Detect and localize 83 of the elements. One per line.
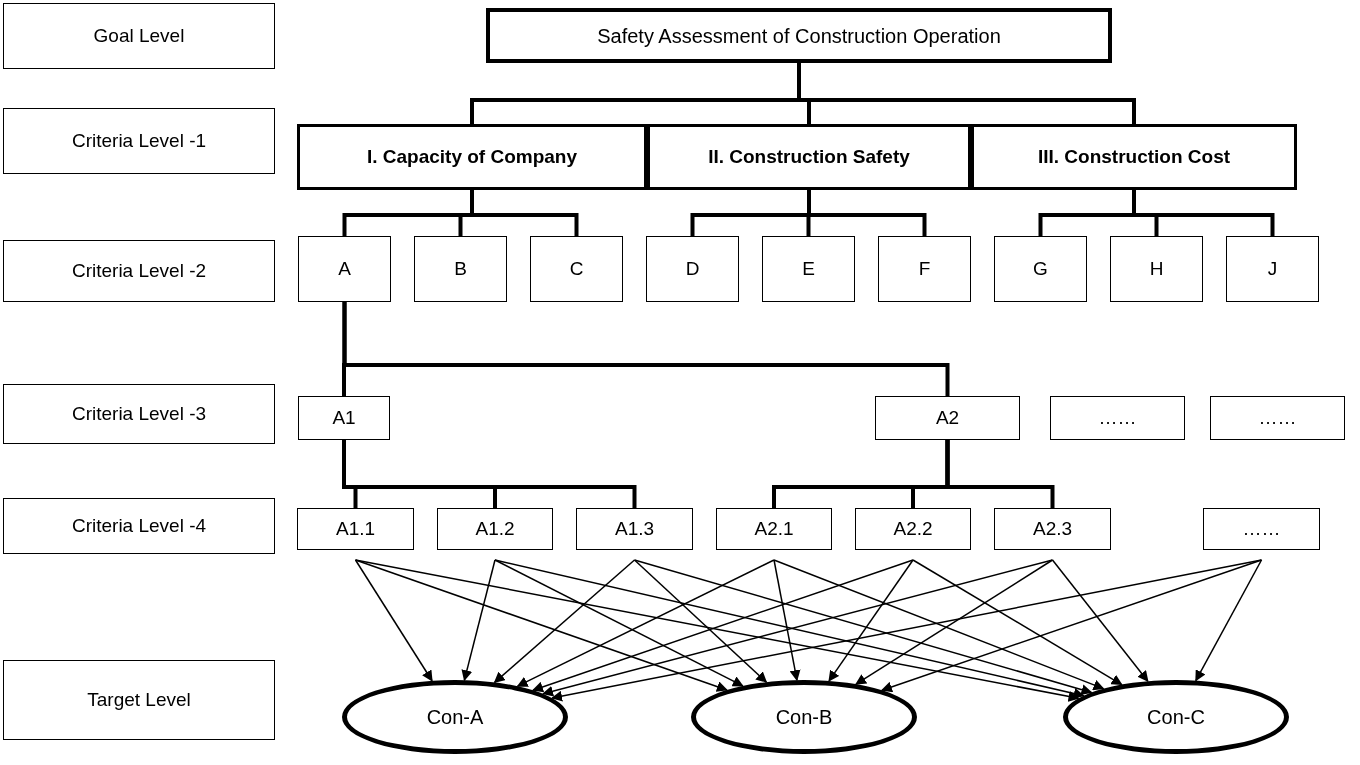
criteria-box [971,124,1297,190]
node-text: Criteria Level -2 [71,258,207,283]
node-text: C [569,256,584,281]
node-text: Con-B [775,705,833,730]
arrow [773,559,801,682]
connector-line [470,190,579,236]
node-text: A1.2 [475,516,515,541]
node-text: H [1149,256,1164,281]
node-text: J [1267,256,1278,281]
connector-line [945,440,1055,508]
node-text: Criteria Level -4 [71,513,207,538]
arrow [516,559,775,687]
node-text: B [454,256,467,281]
node-text: F [918,256,931,281]
node-text: A1.1 [335,516,376,541]
level-label-box [3,498,275,554]
arrow [494,559,744,687]
node-text: A1 [332,405,356,430]
goal-box [486,8,1112,63]
node-text: Safety Assessment of Construction Operation [597,23,1001,49]
level-label-box [3,108,275,174]
node-text: Target Level [87,687,191,712]
criteria-box [1210,396,1345,440]
criteria-box [646,236,739,302]
criteria-box [1110,236,1203,302]
node-text: II. Construction Safety [708,144,910,169]
criteria-box [530,236,623,302]
criteria-box [647,124,971,190]
level-label-box [3,3,275,69]
criteria-box [994,508,1111,550]
node-text: A2 [935,405,960,430]
arrow [551,559,1263,702]
arrow [532,559,914,693]
node-text: D [685,256,700,281]
criteria-box [1050,396,1185,440]
node-text: A [338,256,351,281]
arrow [773,559,1105,691]
arrow [354,559,433,682]
node-text: …… [1258,405,1297,430]
criteria-box [414,236,507,302]
arrow [1195,559,1263,682]
node-text: Goal Level [93,23,185,48]
criteria-box [297,508,414,550]
connector-line [797,63,1136,124]
node-text: …… [1242,516,1281,541]
connector-line [342,440,637,508]
node-text: Con-A [426,705,484,730]
criteria-box [298,396,390,440]
criteria-box [297,124,647,190]
node-text: I. Capacity of Company [366,144,578,169]
criteria-box [437,508,553,550]
node-text: E [802,256,815,281]
criteria-box [1226,236,1319,302]
criteria-box [576,508,693,550]
arrow [633,559,1093,695]
node-text: A1.3 [614,516,655,541]
node-text: G [1033,256,1048,281]
connector-line [1132,190,1275,236]
criteria-box [994,236,1087,302]
level-label-box [3,660,275,740]
criteria-box [716,508,832,550]
level-label-box [3,384,275,444]
criteria-box [855,508,971,550]
node-text: Con-C [1147,705,1205,730]
arrow [880,559,1263,693]
node-text: A2.2 [893,516,933,541]
node-text: A2.1 [754,516,794,541]
node-text: A2.3 [1032,516,1073,541]
arrow [828,559,914,682]
node-text: Criteria Level -1 [71,128,207,153]
node-text: Criteria Level -3 [71,401,207,426]
node-text: …… [1098,405,1137,430]
criteria-box [1203,508,1320,550]
criteria-box [878,236,971,302]
connector-line [807,190,927,236]
connector-line [342,302,950,396]
criteria-box [762,236,855,302]
arrow [461,559,496,682]
criteria-box [875,396,1020,440]
criteria-box [298,236,391,302]
node-text: III. Construction Cost [1037,144,1231,169]
arrow [354,559,1080,702]
level-label-box [3,240,275,302]
